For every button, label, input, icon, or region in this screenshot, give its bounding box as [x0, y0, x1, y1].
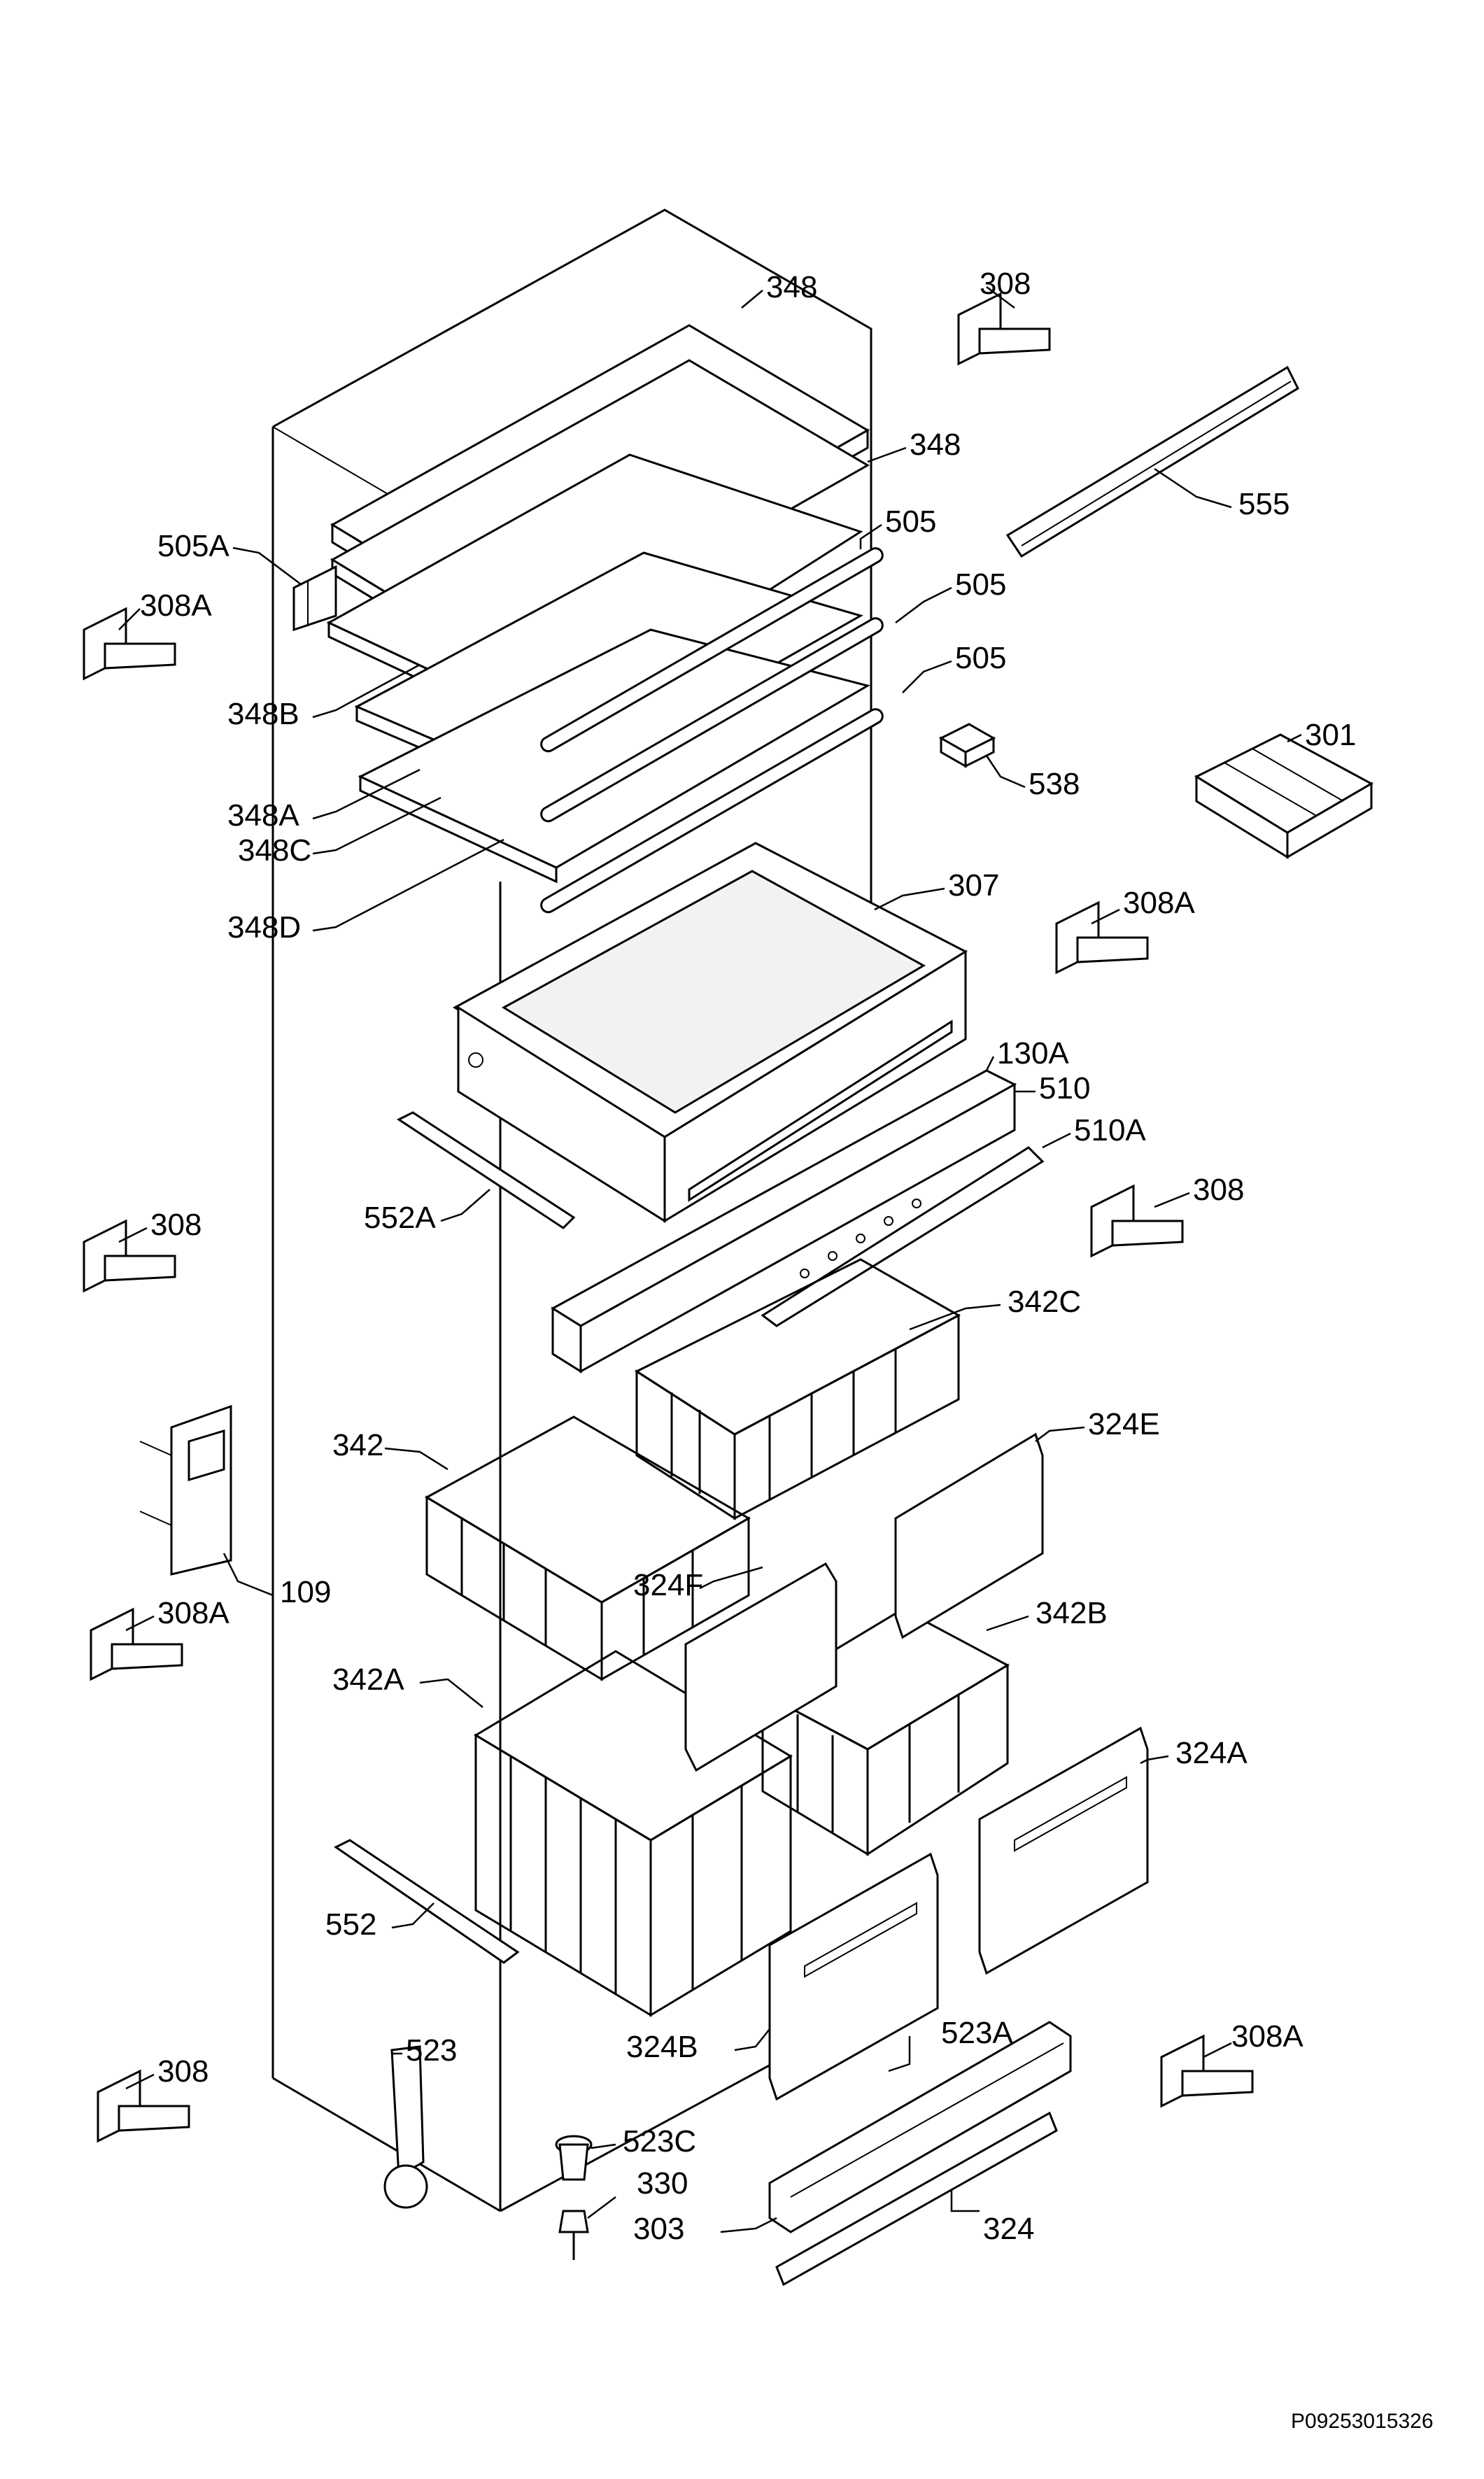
crisper-drawer-307 — [453, 842, 968, 1223]
label-308a-right-1: 308A — [1123, 886, 1195, 920]
basket-342b — [760, 1608, 1010, 1856]
front-324f — [684, 1562, 838, 1772]
hinge-308a-left-1 — [83, 607, 176, 681]
label-510a: 510A — [1074, 1113, 1146, 1147]
label-552a: 552A — [364, 1201, 436, 1235]
front-324b — [768, 1852, 939, 2101]
label-348-second: 348 — [910, 428, 961, 462]
label-308a-right-3: 308A — [1231, 2019, 1303, 2054]
label-348d: 348D — [227, 910, 301, 945]
hinge-308-left-2 — [83, 1219, 176, 1293]
part-labels: 348 308 348 555 505A 505 505 505 308A 34… — [140, 267, 1356, 2246]
label-523c: 523C — [623, 2124, 696, 2159]
label-308-left-4: 308 — [157, 2054, 209, 2089]
label-303: 303 — [633, 2212, 684, 2246]
bushing-523c — [555, 2135, 593, 2181]
label-301: 301 — [1305, 718, 1356, 752]
label-505-3: 505 — [955, 641, 1006, 675]
label-523: 523 — [406, 2033, 457, 2068]
plinth-324 — [775, 2111, 1058, 2287]
basket-342c — [634, 1258, 961, 1520]
label-130a: 130A — [997, 1036, 1069, 1071]
plinth-303 — [768, 2021, 1072, 2233]
rail-552 — [334, 1839, 520, 1964]
label-308-right-2: 308 — [1193, 1173, 1244, 1207]
glass-shelf-348c — [358, 628, 870, 884]
label-538: 538 — [1029, 767, 1080, 801]
screw-330 — [558, 2210, 589, 2260]
label-324e: 324E — [1088, 1407, 1160, 1441]
hinge-308-right-2 — [1090, 1184, 1184, 1258]
front-324e — [894, 1432, 1044, 1639]
reference-code: P09253015326 — [1291, 2410, 1434, 2433]
leader-lines — [118, 286, 1302, 2233]
hinge-308-top-right — [957, 292, 1051, 366]
shelf-trim-505-set — [540, 547, 884, 914]
label-307: 307 — [948, 868, 999, 903]
hinge-308a-right-1 — [1055, 901, 1149, 975]
label-552: 552 — [325, 1907, 376, 1942]
label-308-left-2: 308 — [150, 1208, 202, 1242]
front-324a — [978, 1726, 1149, 1975]
shelf-trim-505a — [292, 565, 337, 632]
label-342a: 342A — [332, 1662, 404, 1697]
hinge-308a-right-3 — [1160, 2034, 1254, 2108]
label-330: 330 — [637, 2166, 688, 2201]
label-505a: 505A — [157, 529, 229, 563]
label-342c: 342C — [1008, 1285, 1081, 1319]
label-324b: 324B — [626, 2030, 698, 2064]
label-348b: 348B — [227, 697, 299, 731]
basket-342a — [474, 1650, 793, 2017]
label-505-2: 505 — [955, 567, 1006, 602]
label-348c: 348C — [238, 833, 311, 868]
control-panel-assembly — [551, 1069, 1045, 1373]
label-109: 109 — [280, 1575, 331, 1609]
label-510: 510 — [1039, 1071, 1090, 1106]
handle-555 — [1005, 365, 1299, 558]
ice-tray-301 — [1194, 733, 1374, 859]
label-308a-left-1: 308A — [140, 588, 212, 623]
label-324f: 324F — [633, 1568, 703, 1602]
cover-538 — [938, 723, 996, 768]
label-523a: 523A — [941, 2016, 1013, 2050]
hinge-523 — [383, 2045, 428, 2209]
rail-552a — [397, 1111, 576, 1229]
bracket-109 — [139, 1404, 232, 1576]
hinge-308-left-4 — [97, 2069, 190, 2143]
hinge-308a-left-3 — [90, 1607, 183, 1681]
label-308-top-right: 308 — [980, 267, 1031, 301]
basket-342 — [424, 1415, 751, 1681]
label-342b: 342B — [1036, 1596, 1108, 1630]
label-348a: 348A — [227, 798, 299, 833]
label-555: 555 — [1238, 487, 1289, 521]
label-342: 342 — [332, 1428, 383, 1462]
label-324a: 324A — [1175, 1736, 1248, 1770]
label-348-top: 348 — [766, 270, 817, 304]
label-505-1: 505 — [885, 504, 936, 539]
label-324: 324 — [983, 2212, 1034, 2246]
label-308a-left-3: 308A — [157, 1596, 229, 1630]
